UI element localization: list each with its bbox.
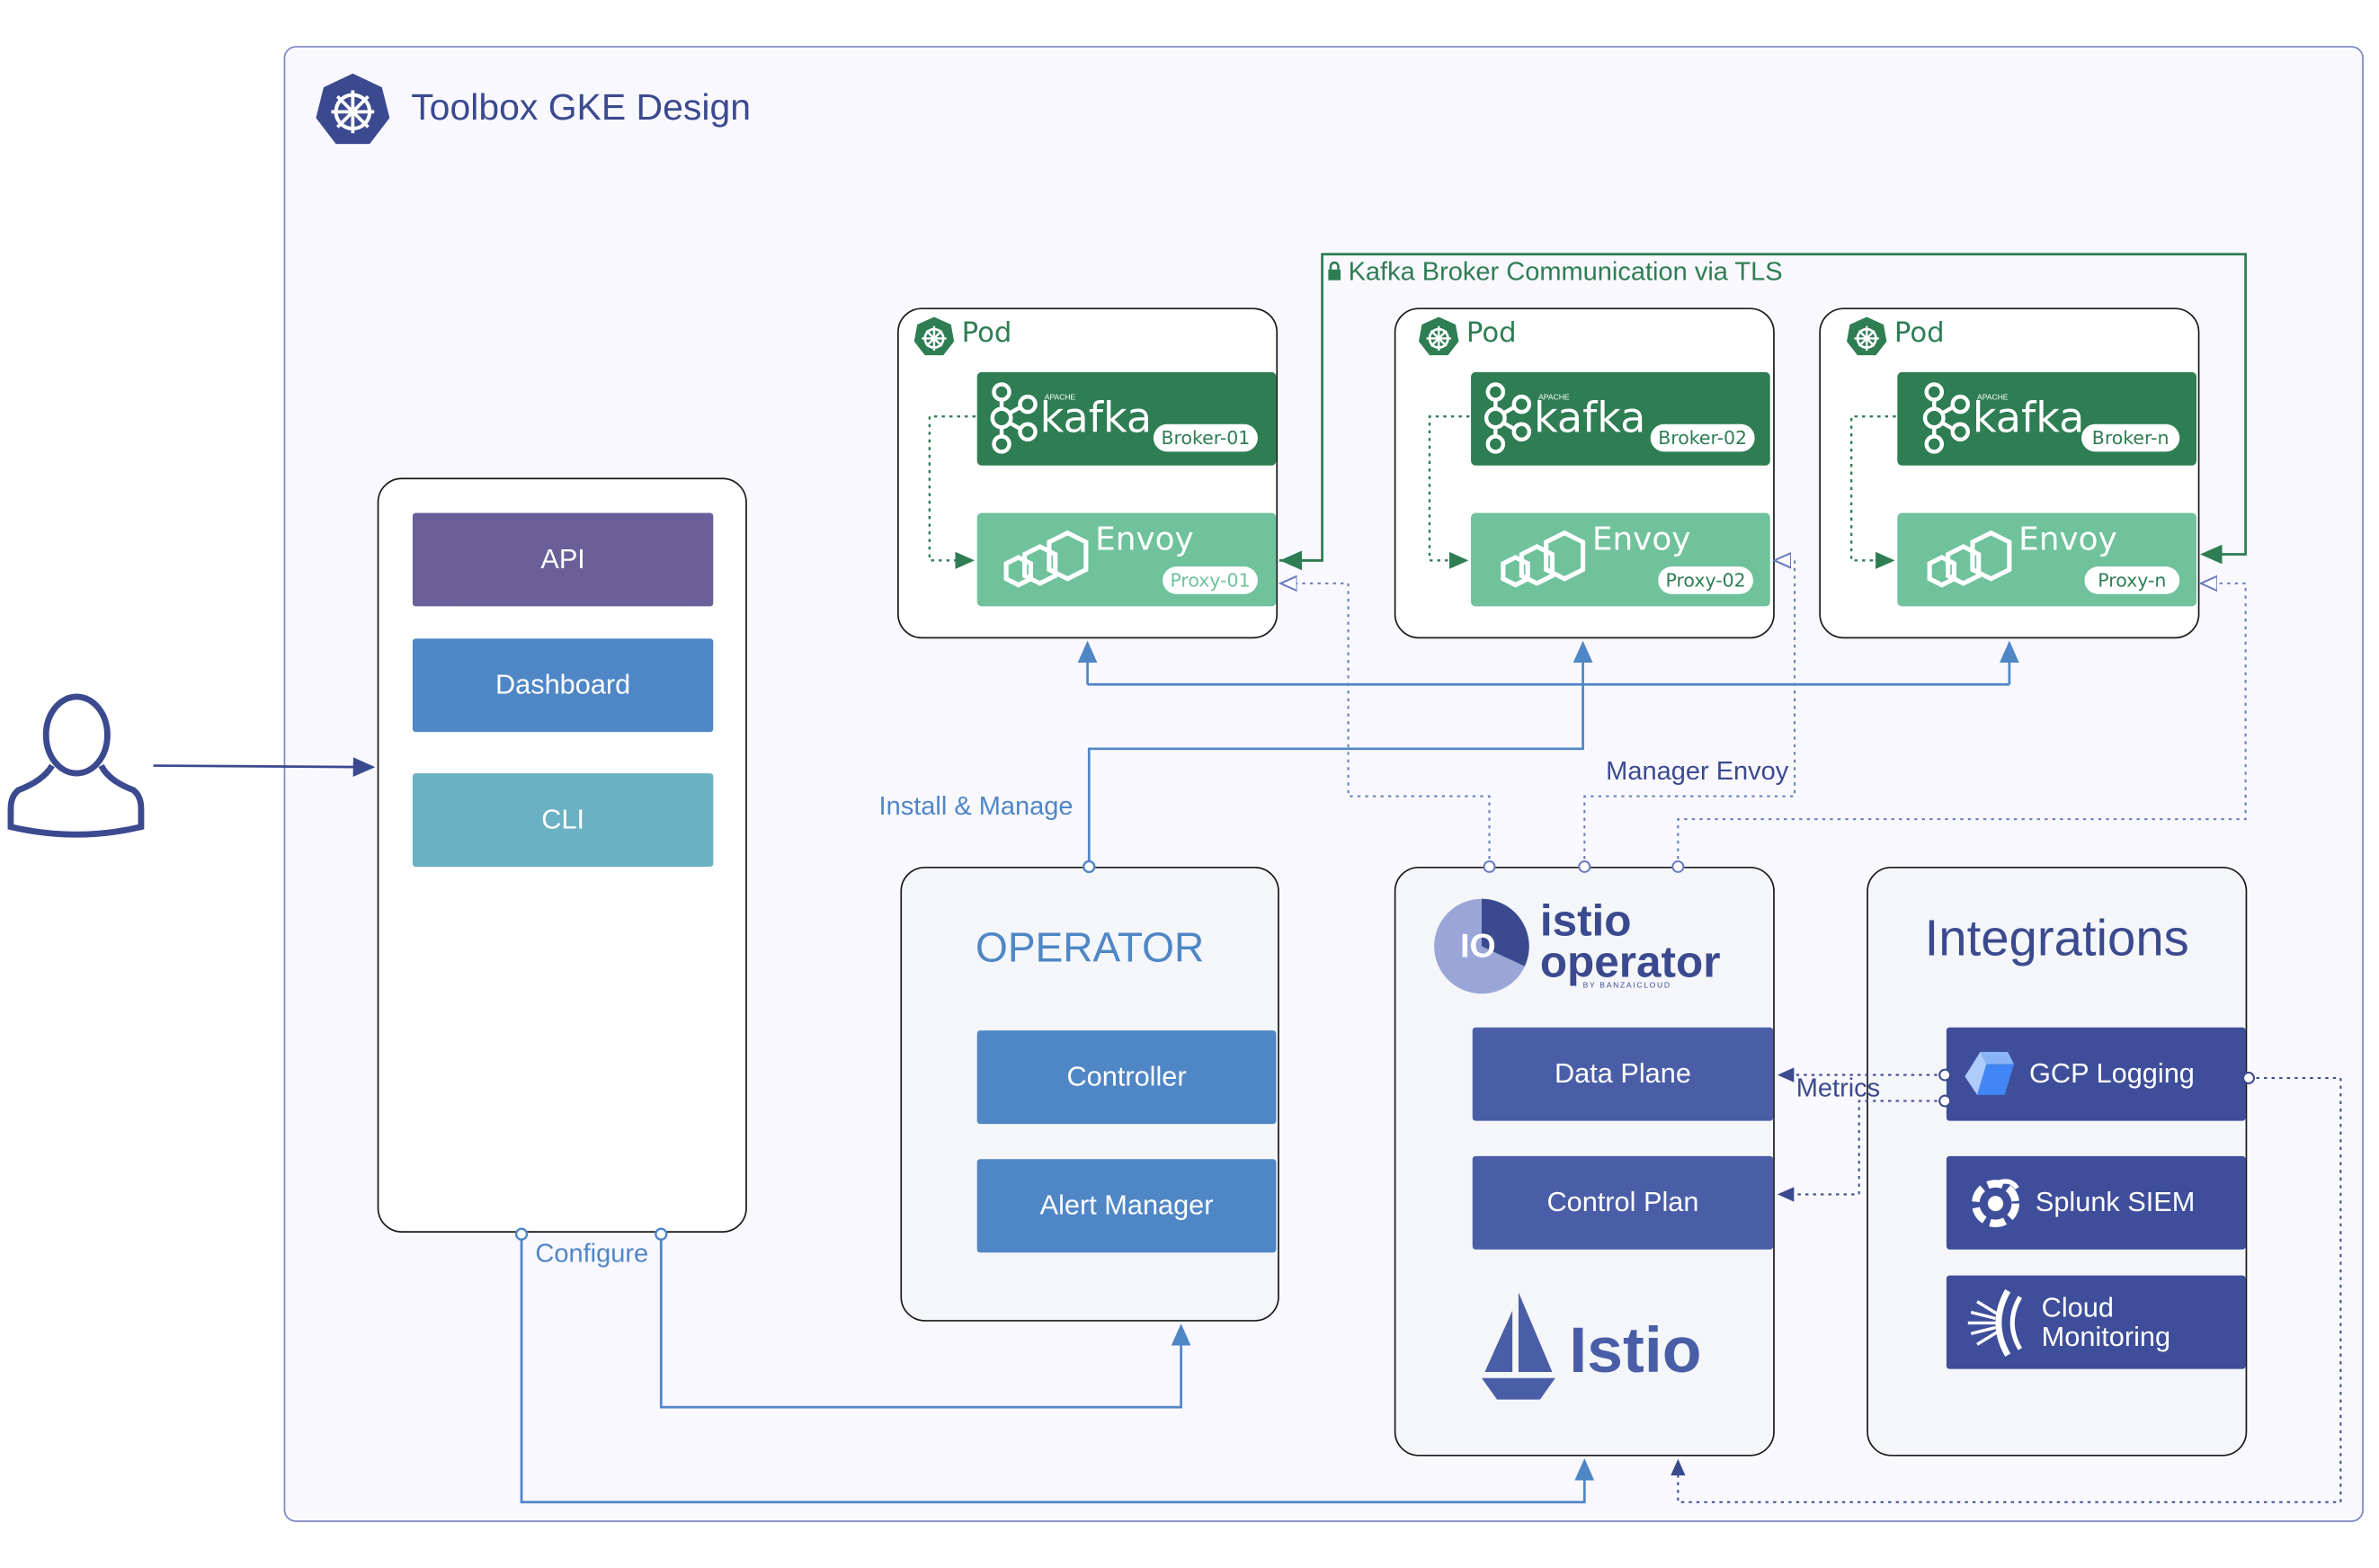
splunk-siem-button[interactable]: Splunk SIEM (1946, 1155, 2246, 1250)
kafka-small-text: APACHE (1977, 393, 2009, 403)
lock-icon (1328, 261, 1341, 281)
envoy-logo-icon (1501, 530, 1586, 588)
cloud-monitoring-icon (1967, 1288, 2023, 1357)
kafka-small-text: APACHE (1044, 393, 1076, 403)
tls-label: Kafka Broker Communication via TLS (1348, 257, 1783, 289)
install-manage-link (1087, 684, 1584, 867)
kafka-logo-icon (990, 382, 1038, 454)
splunk-siem-label: Splunk SIEM (2035, 1186, 2196, 1217)
metrics-label: Metrics (1795, 1073, 1881, 1103)
cloud-monitoring-label-line1: Cloud (2041, 1291, 2114, 1323)
control-plan-button[interactable]: Control Plan (1472, 1155, 1774, 1250)
istio-operator-byline: BY BANZAICLOUD (1582, 981, 1671, 991)
diagram-title: Toolbox GKE Design (411, 87, 752, 129)
alert-manager-button[interactable]: Alert Manager (976, 1159, 1277, 1253)
cli-button[interactable]: CLI (412, 773, 714, 867)
pod-label: Pod (961, 316, 1012, 350)
cloud-monitoring-label: Cloud Monitoring (2041, 1291, 2171, 1351)
proxy-badge: Proxy-01 (1163, 566, 1258, 594)
istio-operator-wordmark-2: operator (1539, 939, 1721, 988)
istio-operator-badge-text: IO (1460, 926, 1496, 965)
envoy-label: Envoy (1095, 521, 1194, 557)
user-to-client-arrow (153, 757, 376, 778)
istio-sail-icon (1481, 1292, 1555, 1400)
kafka-logo-icon (1484, 382, 1532, 454)
configure-label: Configure (535, 1238, 649, 1269)
data-plane-button[interactable]: Data Plane (1472, 1027, 1774, 1121)
dashboard-button[interactable]: Dashboard (412, 638, 714, 733)
configure-link-istio (520, 1234, 1595, 1504)
envoy-label: Envoy (1591, 521, 1691, 557)
broker-badge: Broker-02 (1650, 423, 1755, 452)
proxy-badge: Proxy-02 (1658, 566, 1753, 594)
kafka-small-text: APACHE (1538, 393, 1570, 403)
configure-link-operator (659, 1234, 1191, 1409)
gcp-logging-label: GCP Logging (2029, 1057, 2195, 1089)
pod-icon (1847, 316, 1887, 356)
istio-brand: Istio (1569, 1314, 1702, 1386)
pod-icon (913, 316, 955, 356)
broker-badge: Broker-01 (1153, 423, 1258, 452)
gcp-logging-icon (1965, 1051, 2014, 1094)
envoy-logo-icon (1003, 530, 1089, 588)
manager-envoy-label: Manager Envoy (1606, 756, 1789, 788)
kafka-logo-icon (1922, 382, 1971, 454)
istio-operator-logo-icon (1434, 898, 1529, 994)
kafka-wordmark: kafka (1534, 395, 1646, 443)
pod-icon (1419, 316, 1459, 356)
integrations-title: Integrations (1924, 909, 2189, 967)
pod-label: Pod (1893, 316, 1945, 350)
user-icon (7, 693, 145, 838)
tls-link (1279, 253, 2247, 565)
pod-label: Pod (1466, 316, 1517, 350)
operator-title: OPERATOR (975, 924, 1205, 971)
gcp-logging-button[interactable]: GCP Logging (1946, 1027, 2246, 1121)
kubernetes-logo-icon (316, 73, 390, 145)
broker-badge: Broker-n (2081, 423, 2180, 452)
install-manage-label: Install & Manage (878, 791, 1074, 821)
splunk-icon (1972, 1178, 2019, 1227)
kafka-wordmark: kafka (1972, 395, 2085, 443)
proxy-badge: Proxy-n (2084, 566, 2180, 594)
envoy-logo-icon (1927, 530, 2012, 588)
cloud-monitoring-label-line2: Monitoring (2041, 1320, 2171, 1351)
kafka-wordmark: kafka (1039, 395, 1153, 443)
controller-button[interactable]: Controller (976, 1030, 1277, 1125)
envoy-label: Envoy (2018, 521, 2117, 557)
cloud-monitoring-button[interactable]: Cloud Monitoring (1946, 1275, 2246, 1369)
api-button[interactable]: API (412, 512, 714, 607)
istio-operator-wordmark-1: istio (1539, 897, 1632, 947)
